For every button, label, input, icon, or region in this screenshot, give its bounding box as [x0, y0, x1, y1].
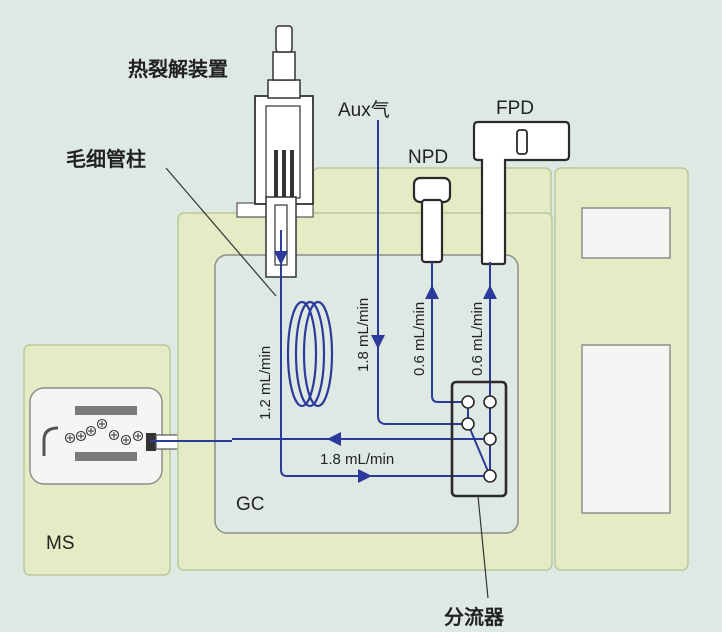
column-flow-label: 1.2 mL/min: [257, 346, 274, 420]
capillary-column-coil: [286, 300, 334, 408]
gc-unit: GC: [177, 212, 553, 571]
splitter-leader-line: [477, 495, 489, 599]
side-panel: [581, 344, 671, 514]
splitter-label: 分流器: [444, 605, 505, 629]
display-panel: [581, 207, 671, 259]
capillary-column-label: 毛细管柱: [66, 147, 146, 171]
quadrupole-rod-top: [75, 406, 137, 415]
splitter: [450, 380, 508, 498]
fpd-label: FPD: [496, 98, 534, 119]
ion-icons: [64, 418, 144, 446]
ms-flow-label: 1.8 mL/min: [320, 451, 394, 468]
gc-label: GC: [236, 494, 265, 515]
npd-label: NPD: [408, 147, 448, 168]
fpd-flow-label: 0.6 mL/min: [469, 302, 486, 376]
pyrolyzer-label: 热裂解装置: [128, 57, 228, 81]
fpd-detector: [472, 120, 571, 266]
aux-gas-label: Aux气: [338, 99, 390, 121]
aux-flow-label: 1.8 mL/min: [355, 298, 372, 372]
npd-flow-label: 0.6 mL/min: [411, 302, 428, 376]
gas-flow-lines: [150, 120, 497, 483]
ms-label: MS: [46, 533, 75, 554]
control-unit: [554, 167, 689, 571]
quadrupole-rod-bottom: [75, 452, 137, 461]
column-leader-line: [165, 167, 277, 297]
ms-unit: MS: [23, 344, 171, 576]
ms-detector-icon: [42, 426, 59, 456]
